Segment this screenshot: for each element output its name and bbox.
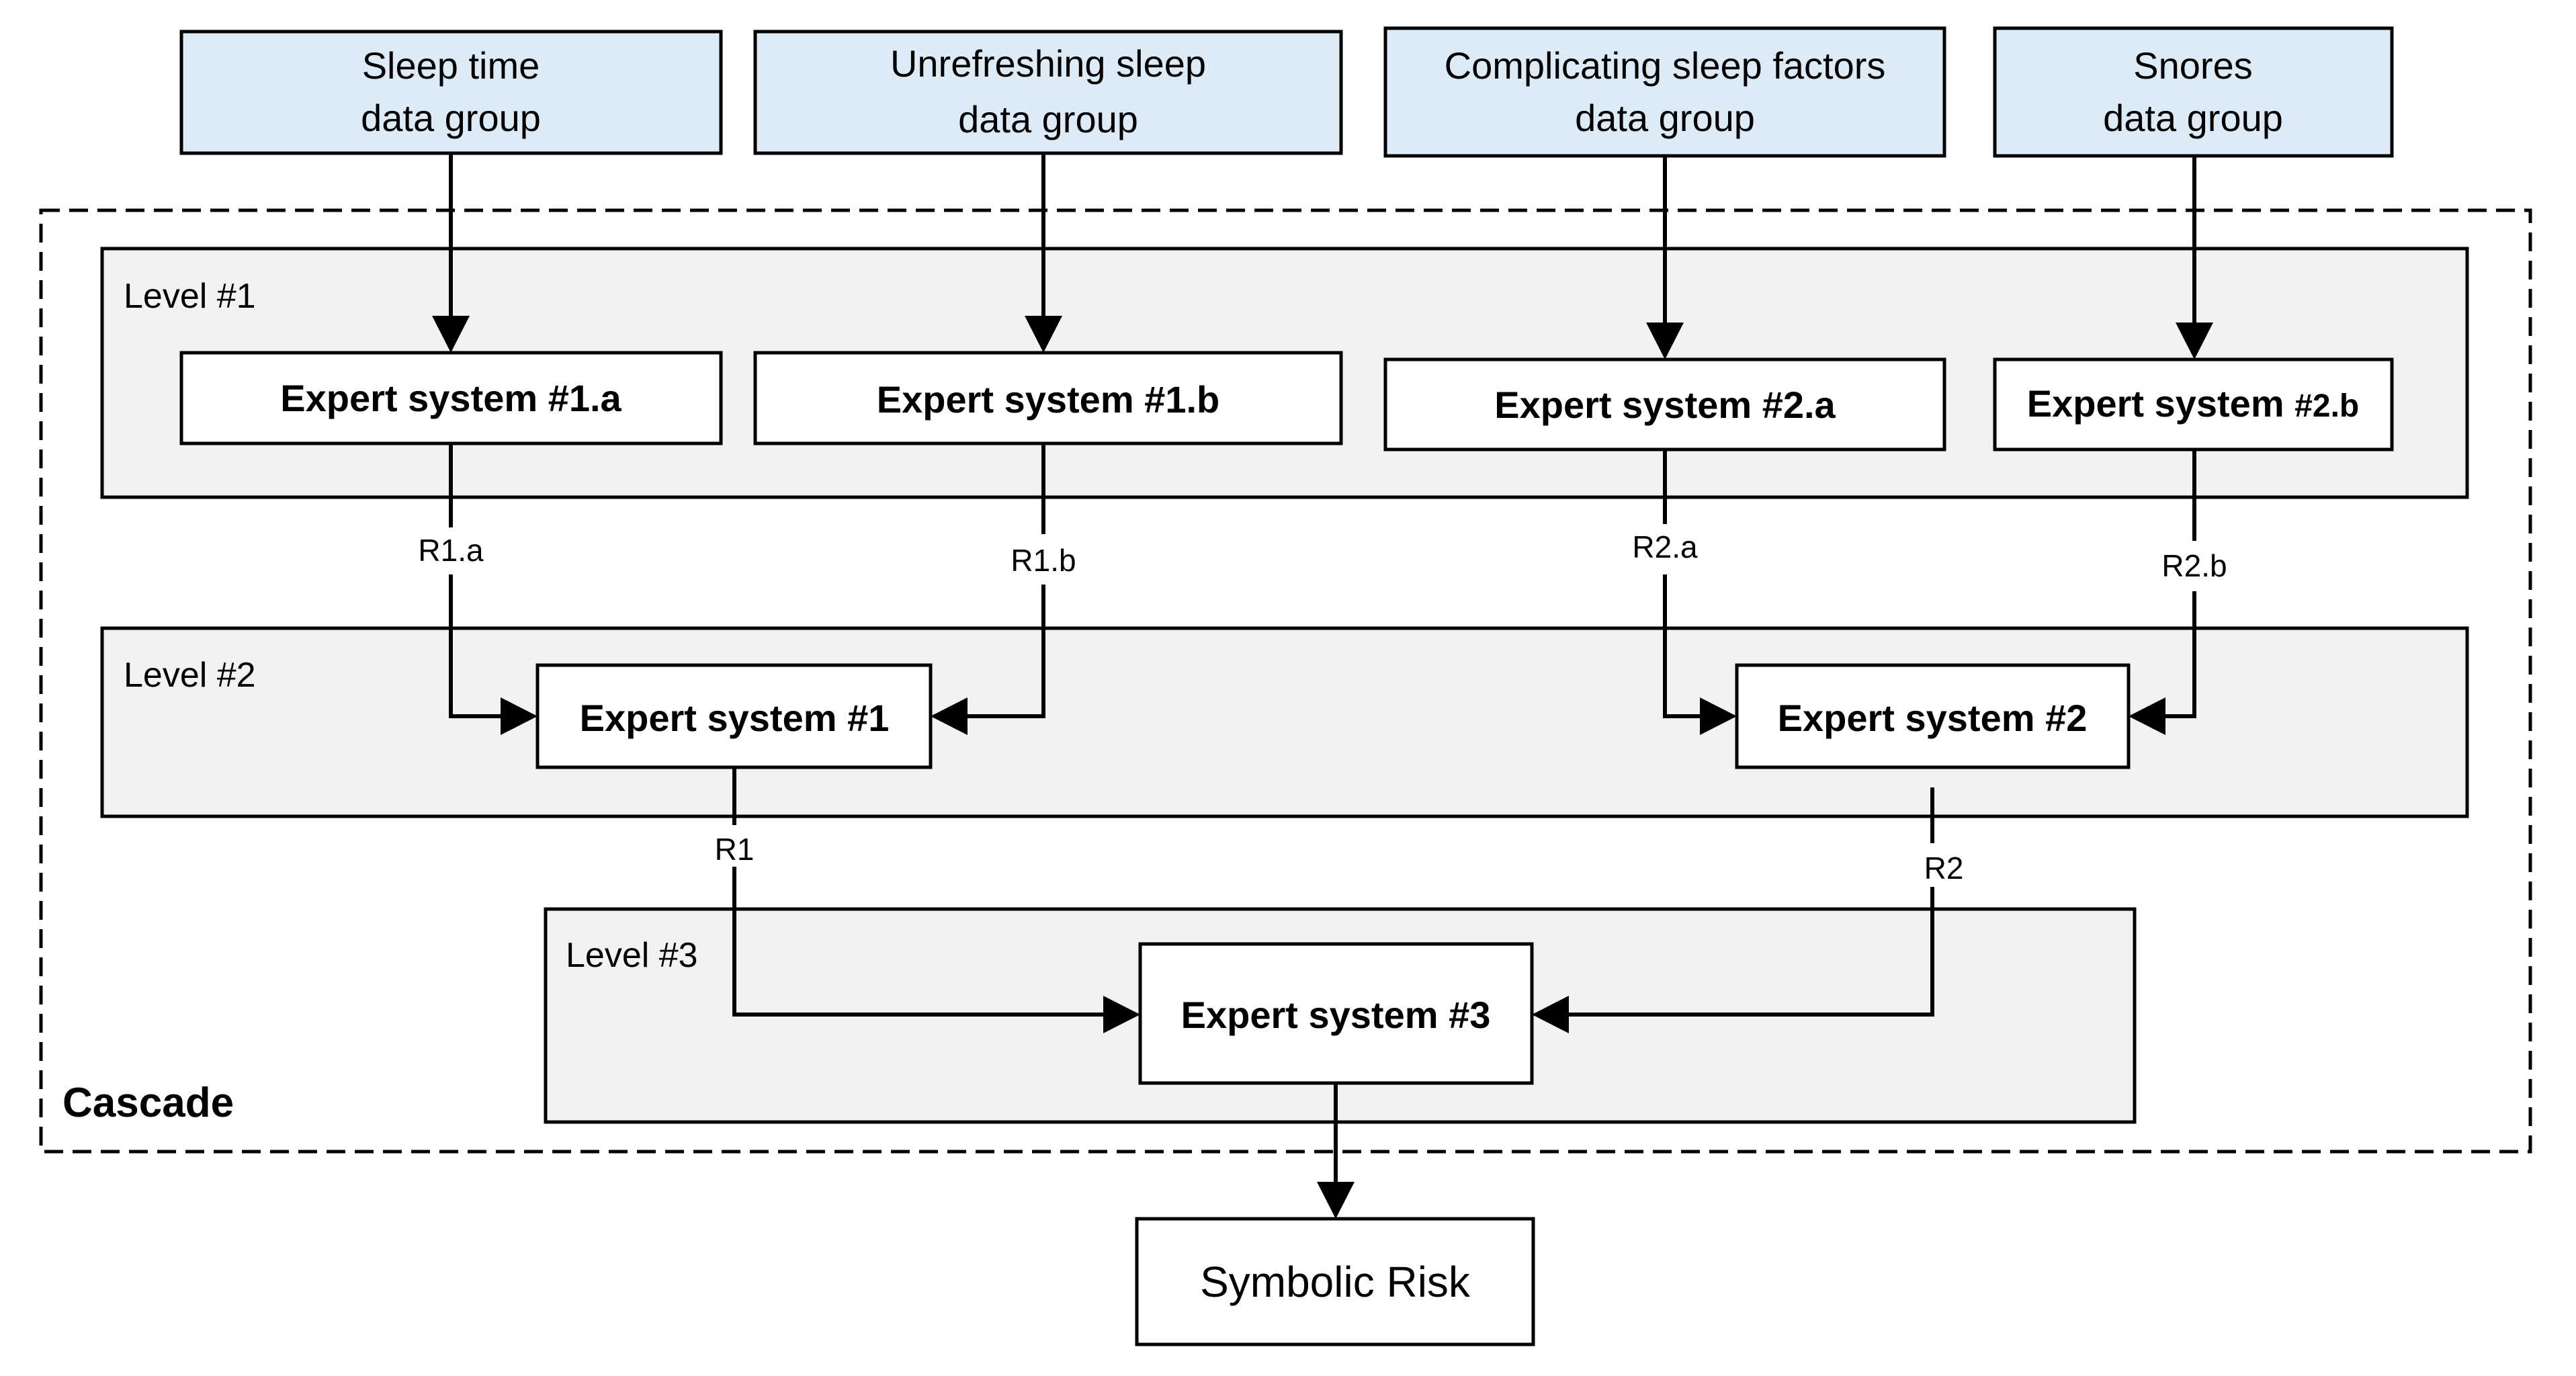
cascade-label: Cascade [62,1080,234,1126]
expert-system-2a: Expert system #2.a [1383,357,1946,452]
svg-text:Expert system #2.a: Expert system #2.a [1494,384,1836,426]
svg-text:data group: data group [958,98,1138,140]
expert-system-3: Expert system #3 [1138,942,1534,1085]
expert-system-1a: Expert system #1.a [179,351,723,445]
result-label-r1: R1 [715,832,755,867]
svg-text:Expert system #1: Expert system #1 [580,697,890,739]
result-label-r2a: R2.a [1632,529,1698,564]
svg-text:Complicating sleep factors: Complicating sleep factors [1445,44,1886,87]
svg-text:Sleep time: Sleep time [362,44,540,87]
input-unrefreshing-sleep: Unrefreshing sleep data group [753,30,1343,155]
svg-text:Symbolic Risk: Symbolic Risk [1200,1258,1471,1306]
expert-system-2b: Expert system #2.b [1993,357,2394,452]
svg-text:data group: data group [1575,97,1755,139]
input-sleep-time: Sleep time data group [179,30,723,155]
result-label-r2: R2 [1924,851,1964,886]
result-label-r1a: R1.a [418,533,484,568]
svg-text:Snores: Snores [2133,44,2252,87]
svg-text:data group: data group [361,97,541,139]
svg-text:data group: data group [2103,97,2283,139]
expert-system-2: Expert system #2 [1735,663,2131,769]
level-1-label: Level #1 [124,277,256,316]
level1-to-level2-connectors [449,443,2196,735]
level2-to-level3-connectors [732,767,1934,1033]
svg-text:Expert system #1.b: Expert system #1.b [877,378,1219,421]
svg-text:Expert system #2.b: Expert system #2.b [2027,382,2359,425]
result-label-r2b: R2.b [2161,548,2227,583]
input-complicating-sleep-factors: Complicating sleep factors data group [1383,26,1946,158]
symbolic-risk-output: Symbolic Risk [1135,1217,1535,1346]
cascade-boundary [39,208,2532,1154]
input-arrows [432,153,2213,359]
svg-text:Unrefreshing sleep: Unrefreshing sleep [890,42,1206,85]
level-2-label: Level #2 [124,656,256,695]
svg-text:Expert system #2: Expert system #2 [1778,697,2088,739]
level-3-label: Level #3 [566,936,698,975]
svg-text:Expert system #3: Expert system #3 [1181,994,1491,1036]
output-arrow [1317,1083,1355,1219]
expert-system-1: Expert system #1 [535,663,933,769]
svg-text:Expert system #1.a: Expert system #1.a [280,377,621,419]
input-snores: Snores data group [1993,26,2394,158]
result-label-r1b: R1.b [1011,543,1076,578]
expert-system-1b: Expert system #1.b [753,351,1343,445]
